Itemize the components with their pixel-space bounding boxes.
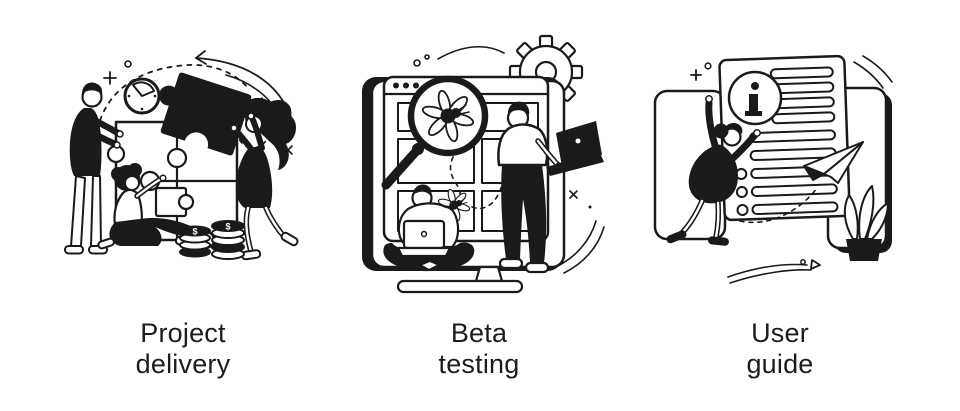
laptop-icon — [396, 219, 452, 258]
decoration-curves — [555, 190, 605, 274]
person-presenting — [666, 95, 761, 246]
person-standing-laptop — [497, 101, 604, 274]
person-kneeling — [97, 163, 194, 250]
caption-line: Project — [140, 318, 226, 348]
coin-stack-icon: $ $ — [179, 220, 245, 260]
beta-testing-illustration — [362, 34, 605, 294]
caption-line: Beta — [450, 318, 508, 348]
caption-project-delivery: Project delivery — [83, 318, 283, 380]
user-guide-illustration — [653, 54, 893, 284]
figure-user-guide — [650, 25, 920, 305]
dashed-path-decoration — [95, 64, 249, 141]
paper-plane-icon — [739, 141, 864, 224]
caption-beta-testing: Beta testing — [379, 318, 579, 380]
person-standing-left — [64, 82, 124, 255]
clock-icon — [123, 77, 161, 115]
person-sitting-laptop — [383, 184, 475, 272]
figure-project-delivery: $ $ — [38, 28, 318, 288]
caption-line: testing — [438, 349, 520, 379]
caption-line: guide — [746, 349, 814, 379]
figure-beta-testing — [350, 15, 645, 305]
info-icon — [727, 70, 783, 126]
project-delivery-illustration: $ $ — [64, 50, 299, 261]
laptop-black-icon — [546, 121, 604, 176]
puzzle-piece-small — [154, 186, 195, 218]
dollar-sign: $ — [225, 222, 230, 232]
caption-line: delivery — [135, 349, 231, 379]
decoration-dots — [413, 45, 505, 67]
caption-line: User — [751, 318, 809, 348]
person-standing-right — [230, 97, 299, 261]
caption-user-guide: User guide — [680, 318, 880, 380]
plant-icon — [843, 185, 889, 261]
dollar-sign: $ — [192, 227, 197, 237]
curved-arrow — [727, 259, 821, 284]
sparkle-icon — [690, 55, 893, 89]
